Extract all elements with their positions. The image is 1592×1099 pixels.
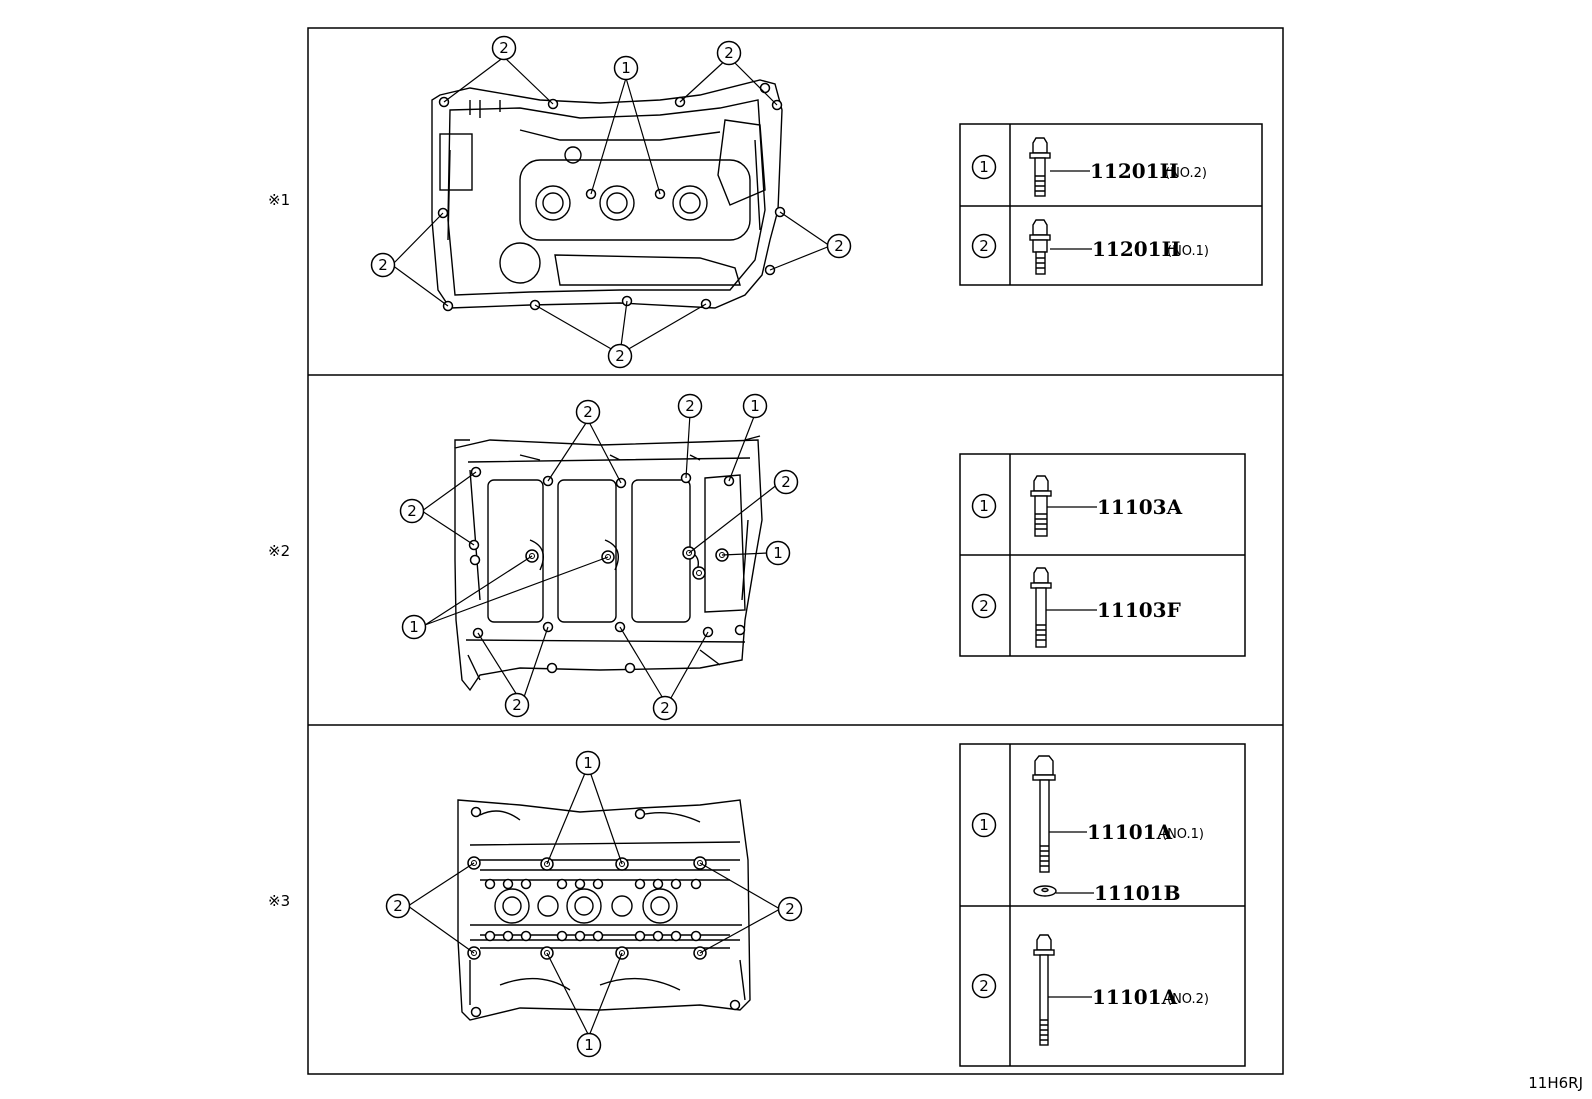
bolt-icon xyxy=(1030,475,1052,537)
section-marker-3: ※3 xyxy=(268,892,290,910)
bolt-icon xyxy=(1030,567,1052,648)
callout-2: 2 xyxy=(785,900,795,918)
callout-2: 2 xyxy=(685,397,695,415)
washer-icon xyxy=(1033,885,1057,897)
callouts-1: 2 2 1 2 2 2 xyxy=(370,35,852,369)
callout-1: 1 xyxy=(750,397,760,415)
bolt-table-1: 1 2 11201H (NO.2) 11201H (NO.1) xyxy=(959,123,1263,286)
callout-2: 2 xyxy=(724,44,734,62)
bolt-icon xyxy=(1032,755,1056,873)
callout-1: 1 xyxy=(583,754,593,772)
callouts-2: 2 2 1 2 2 1 1 2 2 xyxy=(399,393,799,721)
part-number: 11101A xyxy=(1092,985,1178,1009)
part-number: 11201H xyxy=(1092,237,1180,261)
figure-code: 11H6RJ xyxy=(1528,1074,1583,1092)
callout-2: 2 xyxy=(407,502,417,520)
callout-1: 1 xyxy=(409,618,419,636)
part-suffix: (NO.2) xyxy=(1167,992,1209,1007)
section-marker-2: ※2 xyxy=(268,542,290,560)
bolt-icon xyxy=(1029,219,1051,275)
leader-lines-1 xyxy=(391,56,831,355)
callout-2: 2 xyxy=(512,696,522,714)
part-suffix: (NO.1) xyxy=(1162,827,1204,842)
callout-1: 1 xyxy=(773,544,783,562)
callout-2: 2 xyxy=(834,237,844,255)
bolt-table-3: 1 2 11101A (NO.1) 11101B 11101A (NO.2) xyxy=(959,743,1246,1067)
bolt-table-2: 1 2 11103A 11103F xyxy=(959,453,1246,657)
part-drawing-2 xyxy=(454,435,763,692)
row-index: 2 xyxy=(979,977,989,995)
section-marker-1: ※1 xyxy=(268,191,290,209)
row-index: 1 xyxy=(979,158,989,176)
part-number: 11103A xyxy=(1097,495,1183,519)
washer-part-number: 11101B xyxy=(1094,881,1180,905)
row-index: 1 xyxy=(979,816,989,834)
callouts-3: 1 2 2 1 xyxy=(385,750,803,1058)
part-number: 11103F xyxy=(1097,598,1181,622)
part-number: 11101A xyxy=(1087,820,1173,844)
leader-lines-2 xyxy=(421,413,779,706)
bolt-holes-1 xyxy=(437,82,786,312)
callout-2: 2 xyxy=(583,403,593,421)
row-index: 2 xyxy=(979,597,989,615)
row-index: 2 xyxy=(979,237,989,255)
leader-lines-3 xyxy=(407,765,781,1037)
callout-2: 2 xyxy=(660,699,670,717)
callout-1: 1 xyxy=(584,1036,594,1054)
part-number: 11201H xyxy=(1090,159,1178,183)
callout-2: 2 xyxy=(499,39,509,57)
callout-2: 2 xyxy=(378,256,388,274)
bolt-icon xyxy=(1033,934,1055,1046)
part-suffix: (NO.2) xyxy=(1165,166,1207,181)
part-suffix: (NO.1) xyxy=(1167,244,1209,259)
callout-2: 2 xyxy=(393,897,403,915)
row-index: 1 xyxy=(979,497,989,515)
callout-2: 2 xyxy=(615,347,625,365)
callout-2: 2 xyxy=(781,473,791,491)
frame xyxy=(307,27,1284,1075)
part-drawing-3 xyxy=(457,799,751,1021)
part-drawing-1 xyxy=(431,79,783,309)
bolt-icon xyxy=(1029,137,1051,197)
callout-1: 1 xyxy=(621,59,631,77)
valve-row xyxy=(470,806,741,1018)
